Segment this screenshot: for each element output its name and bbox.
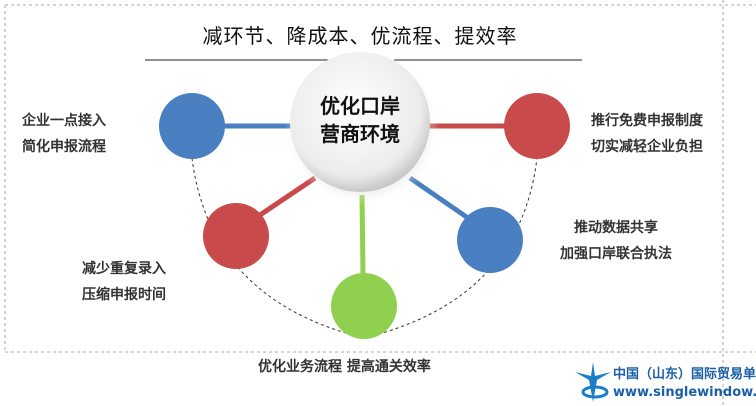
node-circle-1: [159, 93, 225, 159]
node-1-line1: 企业一点接入: [22, 113, 106, 129]
node-circle-4: [457, 207, 523, 273]
frame-dashes: [4, 0, 756, 406]
node-label-4: 推动数据共享 加强口岸联合执法: [560, 215, 672, 267]
center-line1: 优化口岸: [320, 94, 400, 118]
center-line2: 营商环境: [320, 122, 400, 146]
node-circle-2: [504, 93, 570, 159]
center-label: 优化口岸 营商环境: [290, 92, 430, 148]
node-4-line2: 加强口岸联合执法: [560, 246, 672, 262]
page-title: 减环节、降成本、优流程、提效率: [202, 24, 518, 48]
logo-icon: [575, 362, 611, 402]
node-1-line2: 简化申报流程: [22, 139, 106, 155]
logo-line2: www.singlewindow.: [613, 385, 756, 400]
node-4-line1: 推动数据共享: [574, 220, 658, 236]
center-circle: [290, 52, 430, 192]
node-label-3: 减少重复录入 压缩申报时间: [82, 256, 166, 308]
node-3-line1: 减少重复录入: [82, 261, 166, 277]
logo-line1: 中国（山东）国际贸易单: [613, 367, 756, 382]
node-label-2: 推行免费申报制度 切实减轻企业负担: [591, 108, 703, 160]
node-2-line2: 切实减轻企业负担: [591, 139, 703, 155]
node-circle-5: [331, 273, 397, 339]
node-label-5: 优化业务流程 提高通关效率: [258, 359, 431, 375]
logo-text: 中国（山东）国际贸易单 www.singlewindow.: [613, 366, 756, 402]
node-circle-3: [203, 203, 269, 269]
node-label-1: 企业一点接入 简化申报流程: [22, 108, 106, 160]
node-3-line2: 压缩申报时间: [82, 287, 166, 303]
node-2-line1: 推行免费申报制度: [591, 113, 703, 129]
